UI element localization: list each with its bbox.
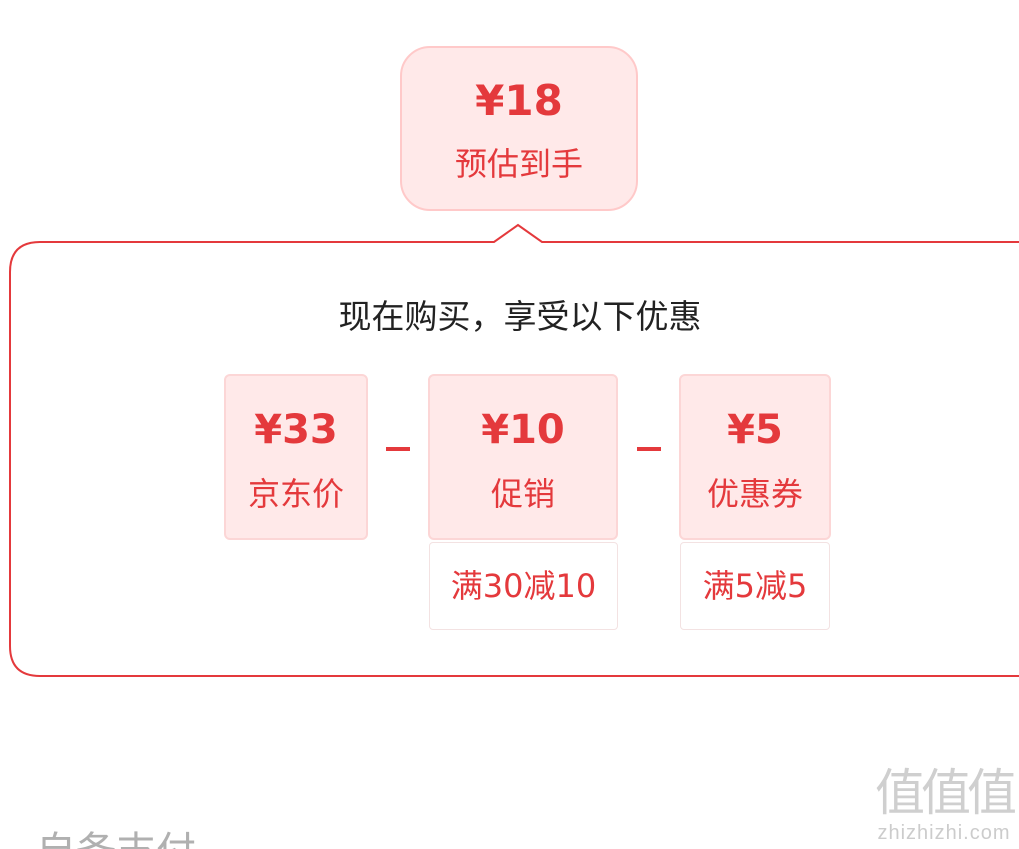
promotion-box: ¥10 促销 bbox=[428, 374, 618, 540]
minus-sign bbox=[386, 447, 410, 451]
jd-price-amount: ¥33 bbox=[254, 407, 338, 453]
promotion-condition: 满30减10 bbox=[429, 542, 618, 630]
coupon-label: 优惠券 bbox=[706, 475, 803, 513]
watermark-url: zhizhizhi.com bbox=[877, 822, 1011, 844]
estimated-price-bubble: ¥18 预估到手 bbox=[400, 46, 638, 211]
promotion-label: 促销 bbox=[490, 475, 555, 513]
coupon-condition: 满5减5 bbox=[680, 542, 830, 630]
jd-price-label: 京东价 bbox=[247, 475, 344, 513]
estimated-price-label: 预估到手 bbox=[454, 145, 583, 183]
site-watermark: 值值值 zhizhizhi.com bbox=[864, 764, 1019, 844]
coupon-box: ¥5 优惠券 bbox=[679, 374, 831, 540]
watermark-logo: 值值值 bbox=[875, 764, 1017, 822]
promotion-amount: ¥10 bbox=[481, 407, 565, 453]
coupon-amount: ¥5 bbox=[727, 407, 783, 453]
minus-sign bbox=[637, 447, 661, 451]
estimated-price-amount: ¥18 bbox=[475, 76, 563, 125]
panel-headline: 现在购买，享受以下优惠 bbox=[338, 297, 702, 336]
footer-cut-text: 自备支付 bbox=[36, 828, 196, 849]
jd-price-box: ¥33 京东价 bbox=[224, 374, 368, 540]
